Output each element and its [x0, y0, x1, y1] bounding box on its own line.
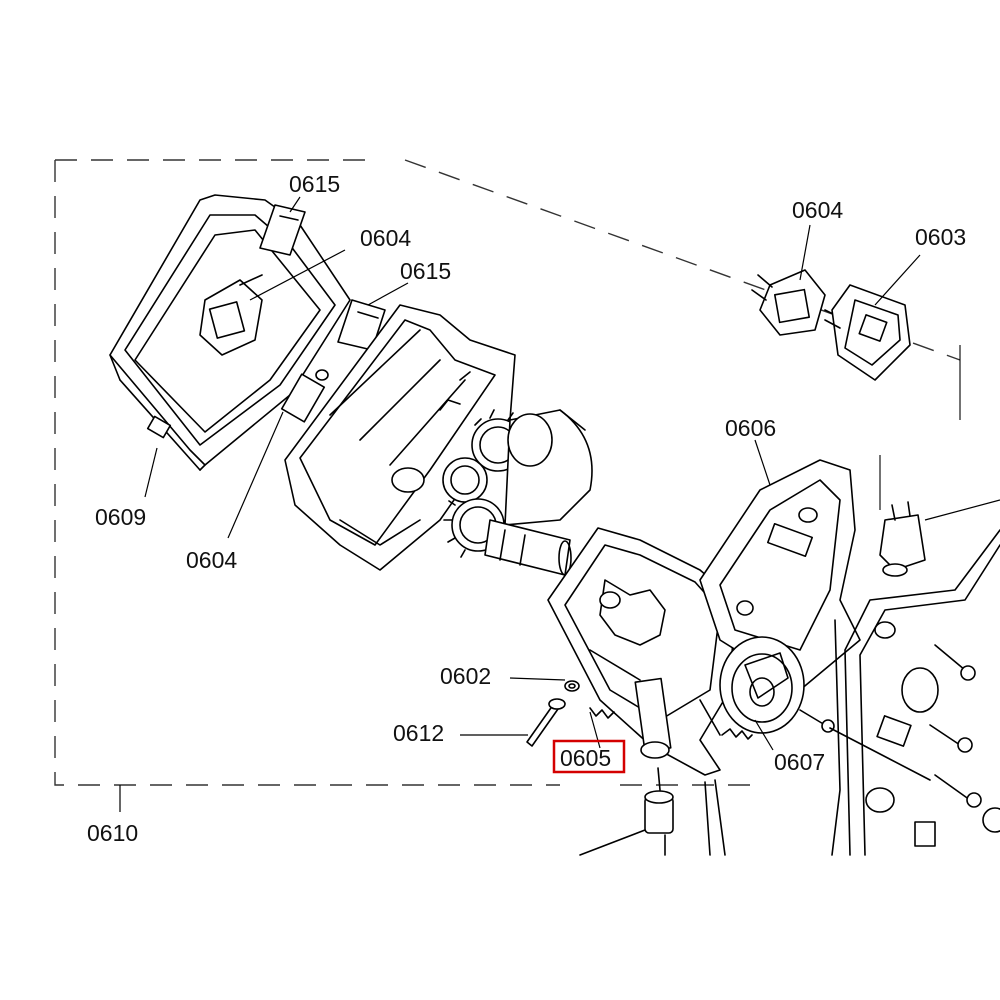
label-0607: 0607 — [774, 749, 825, 775]
washer-0602 — [564, 680, 580, 692]
drive-motor — [504, 409, 593, 526]
label-0604-lower-left: 0604 — [186, 547, 237, 573]
label-0615-lower: 0615 — [400, 258, 451, 284]
gear-housing — [280, 304, 516, 571]
label-0609: 0609 — [95, 504, 146, 530]
connector-0615-upper — [259, 204, 306, 256]
side-plate — [704, 529, 1000, 856]
plug-connector — [879, 501, 926, 577]
leader-lines — [119, 196, 1000, 812]
label-0612: 0612 — [393, 720, 444, 746]
label-0604-upper-left: 0604 — [360, 225, 411, 251]
label-0605: 0605 — [560, 745, 611, 771]
brew-unit-body — [547, 527, 736, 776]
drive-shaft — [484, 519, 572, 576]
label-0603: 0603 — [915, 224, 966, 250]
highlight-box-0605 — [552, 739, 626, 774]
label-0606: 0606 — [725, 415, 776, 441]
pin-0612 — [526, 698, 566, 747]
switch-0603 — [824, 284, 911, 381]
label-0602: 0602 — [440, 663, 491, 689]
label-0615-upper: 0615 — [289, 171, 340, 197]
spring-0605 — [589, 707, 753, 740]
fastener-screws — [799, 644, 1000, 833]
label-0604-top-right: 0604 — [792, 197, 843, 223]
gear-bracket-0606 — [699, 459, 861, 691]
cylinder-sleeve — [579, 767, 674, 856]
label-0610: 0610 — [87, 820, 138, 846]
assembly-boundary-0610 — [54, 159, 961, 786]
micro-switch-0604 — [751, 269, 838, 336]
cam-wheel-0607 — [719, 636, 805, 734]
